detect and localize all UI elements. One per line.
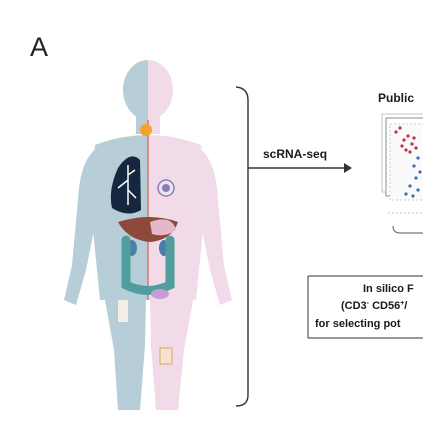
- scatter-point: [408, 150, 412, 154]
- bone-marrow-patch: [118, 300, 128, 322]
- in-silico-line3: for selecting pot: [315, 318, 401, 330]
- scrna-seq-label: scRNA-seq: [263, 147, 327, 161]
- in-silico-line2: (CD3- CD56+/: [341, 300, 407, 312]
- scatter-point: [406, 134, 410, 138]
- skin-patch: [159, 347, 173, 365]
- scatter-point: [412, 136, 416, 140]
- scatter-point: [404, 192, 408, 196]
- human-body-illustration: [64, 60, 232, 410]
- public-header: Public: [378, 91, 414, 105]
- scatter-point: [402, 138, 406, 142]
- scatter-point: [408, 184, 412, 188]
- scatter-point: [412, 164, 416, 168]
- stomach-organ: [150, 219, 176, 236]
- sample-bracket: [235, 86, 249, 407]
- dataset-stack: [381, 113, 423, 201]
- scatter-point: [404, 148, 408, 152]
- scatter-point: [418, 170, 422, 174]
- lung-organ: [110, 156, 141, 214]
- scatter-point: [410, 142, 414, 146]
- scatter-point: [416, 156, 420, 160]
- scatter-point: [416, 188, 420, 192]
- thyroid-organ: [140, 124, 152, 136]
- scatter-point: [394, 130, 398, 134]
- in-silico-box: In silico F (CD3- CD56+/ for selecting p…: [307, 275, 423, 339]
- scatter-point: [398, 126, 402, 130]
- scatter-point: [411, 194, 415, 198]
- bladder-organ: [151, 289, 169, 299]
- umap-scatter: [394, 126, 422, 198]
- scatter-point: [400, 144, 404, 148]
- scatter-point: [414, 176, 418, 180]
- panel-label: A: [30, 32, 49, 62]
- in-silico-line1: In silico F: [363, 283, 414, 295]
- colon-organ: [121, 235, 175, 295]
- cropped-bracket: [392, 225, 423, 234]
- scatter-point: [414, 146, 418, 150]
- heart-organ: [157, 179, 175, 197]
- flow-arrow-head: [344, 163, 352, 173]
